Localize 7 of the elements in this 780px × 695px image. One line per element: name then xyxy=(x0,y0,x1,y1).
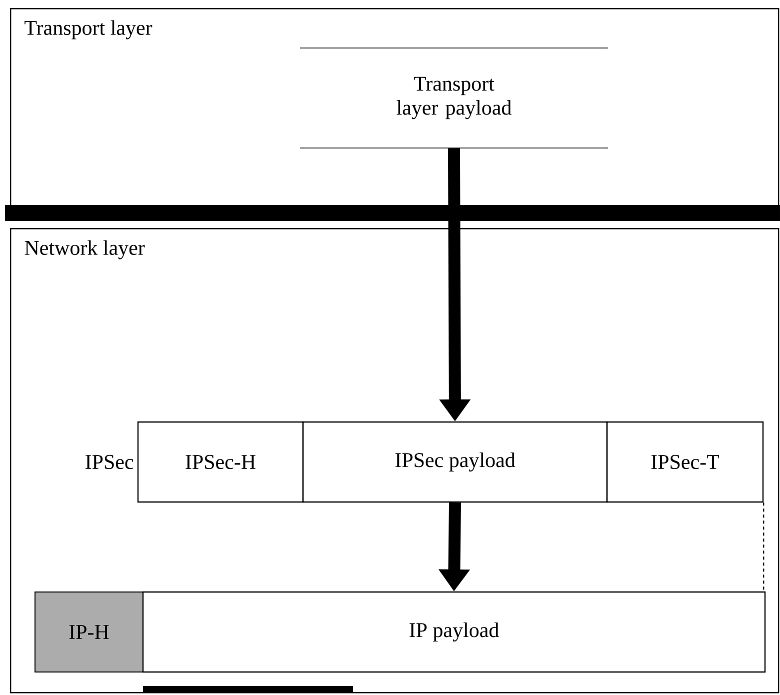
row-label: IPSec xyxy=(86,454,134,470)
header-field: IP-H xyxy=(34,592,144,672)
packet-field: IPSec-T xyxy=(606,421,764,503)
packet-field: IP payload xyxy=(142,591,766,673)
payload-block: Transport layer payload xyxy=(300,48,608,148)
packet-field: IPSec payload xyxy=(302,421,608,503)
packet-field: IPSec-H xyxy=(137,421,304,503)
